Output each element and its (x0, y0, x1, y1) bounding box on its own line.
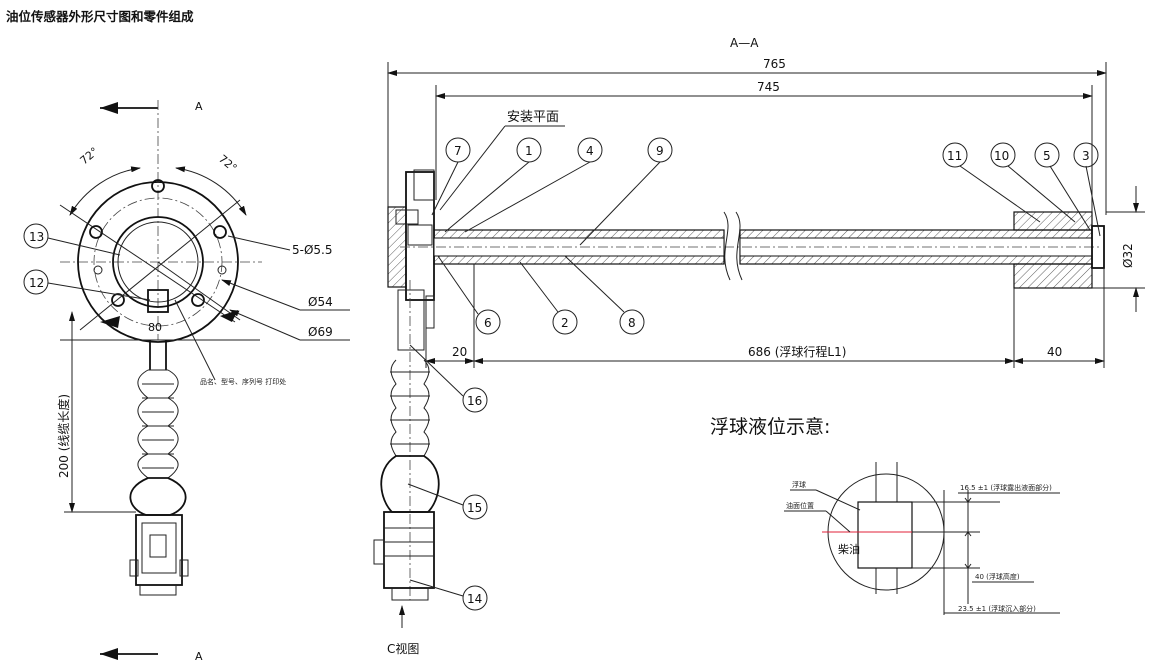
callout-5 (1034, 142, 1060, 168)
dim-cable-length: 200 (线缆长度) (56, 394, 71, 478)
svg-text:2: 2 (561, 316, 569, 330)
float-diagram: 浮球液位示意: 浮球 油面位置 柴油 16.5 ±1 (浮球露出液面部分) 40… (710, 416, 1060, 615)
drawing-title: 油位传感器外形尺寸图和零件组成 (6, 9, 194, 24)
svg-text:16: 16 (467, 394, 482, 408)
label-diesel: 柴油 (838, 542, 860, 556)
section-label-top: A (195, 100, 203, 113)
svg-text:5: 5 (1043, 149, 1051, 163)
angle-right: 72° (216, 152, 239, 174)
svg-text:8: 8 (628, 316, 636, 330)
section-view: A—A 765 745 安装平面 (373, 36, 1145, 656)
dim-745: 745 (757, 80, 780, 94)
svg-text:11: 11 (947, 149, 962, 163)
front-view: A A 72° 72° 5-Ø5.5 Ø54 (23, 100, 350, 663)
svg-text:7: 7 (454, 144, 462, 158)
dim-20: 20 (452, 345, 467, 359)
bolt-hole (191, 293, 205, 307)
dim-54: Ø54 (308, 295, 333, 309)
svg-text:6: 6 (484, 316, 492, 330)
dim-40: 40 (1047, 345, 1062, 359)
svg-text:13: 13 (29, 230, 44, 244)
bolt-hole (111, 293, 125, 307)
section-label: A—A (730, 36, 759, 50)
dim-d32: Ø32 (1121, 243, 1135, 268)
tube (400, 211, 1100, 281)
callout-13 (23, 223, 49, 249)
dim-float-mid: 40 (浮球高度) (975, 572, 1020, 581)
bolt-hole (151, 179, 165, 193)
float-top (1013, 211, 1093, 231)
dim-float-top: 16.5 ±1 (浮球露出液面部分) (960, 483, 1052, 492)
svg-text:10: 10 (994, 149, 1009, 163)
connector (135, 514, 183, 586)
dim-float-bot: 23.5 ±1 (浮球沉入部分) (958, 604, 1036, 613)
dim-686: 686 (浮球行程L1) (748, 344, 846, 359)
callout-16 (462, 387, 488, 413)
dim-765: 765 (763, 57, 786, 71)
flange-outer (77, 181, 239, 343)
callout-15 (462, 494, 488, 520)
float-body (857, 501, 913, 569)
float-bottom (1013, 263, 1093, 289)
bolt-hole (89, 225, 103, 239)
label-oil-level: 油面位置 (786, 501, 814, 510)
dim-69: Ø69 (308, 325, 333, 339)
cable (129, 340, 189, 596)
dim-holes: 5-Ø5.5 (292, 243, 333, 257)
view-c-label: C视图 (387, 641, 419, 656)
label-float: 浮球 (792, 480, 806, 489)
callouts-bottom: 6 2 8 16 15 14 (407, 255, 645, 611)
svg-text:3: 3 (1082, 149, 1090, 163)
callout-6 (475, 309, 501, 335)
svg-text:14: 14 (467, 592, 482, 606)
float-heading: 浮球液位示意: (710, 416, 830, 438)
callouts-top: 7 1 4 9 11 10 5 3 (431, 137, 1101, 246)
svg-text:15: 15 (467, 501, 482, 515)
callout-11 (942, 142, 968, 168)
callout-2 (552, 309, 578, 335)
callout-10 (990, 142, 1016, 168)
print-note: 品名、型号、序列号 打印处 (200, 377, 286, 386)
bolt-hole (213, 225, 227, 239)
callout-12 (23, 269, 49, 295)
section-label-bottom: A (195, 650, 203, 663)
callout-8 (619, 309, 645, 335)
angle-left: 72° (78, 145, 101, 167)
callout-14 (462, 585, 488, 611)
section-cable (373, 280, 440, 601)
mount-plane-label: 安装平面 (507, 110, 559, 125)
svg-text:4: 4 (586, 144, 594, 158)
inner-bore (112, 216, 204, 308)
svg-text:1: 1 (525, 144, 533, 158)
svg-text:9: 9 (656, 144, 664, 158)
bolt-circle (93, 197, 223, 327)
dim-80: 80 (148, 321, 162, 334)
svg-text:12: 12 (29, 276, 44, 290)
